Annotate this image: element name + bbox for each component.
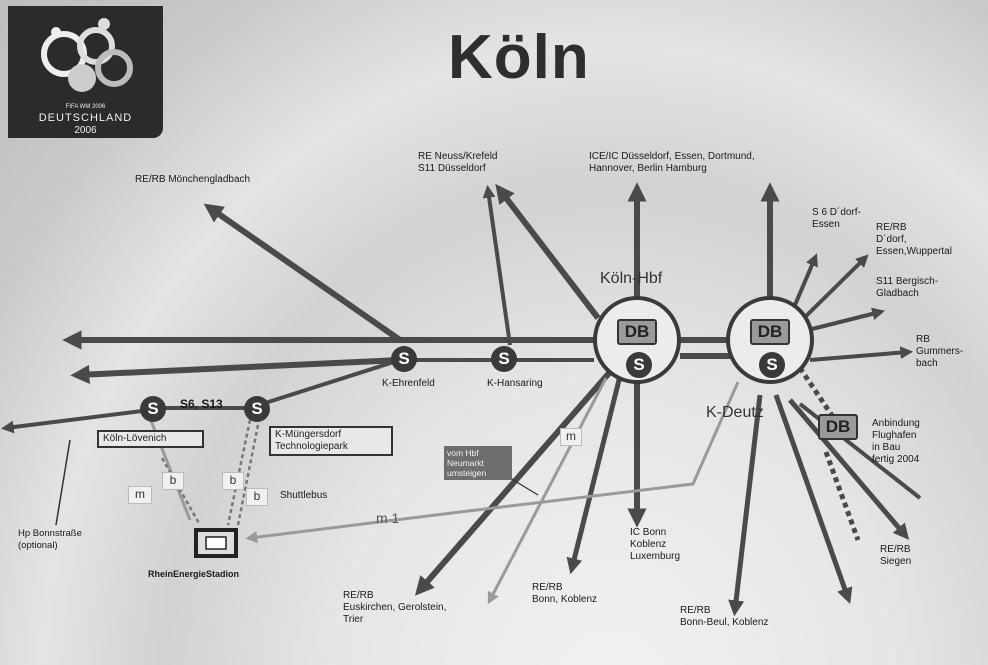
station-hansaring: K-Hansaring [487,378,543,389]
tram-m-hbf [487,377,608,605]
tram-label-b-1: b [162,472,184,490]
dest-euskirchen: RE/RB Euskirchen, Gerolstein, Trier [343,590,447,625]
track-flughafen-b [823,451,861,541]
station-stadium: RheinEnergieStadion [148,569,240,579]
stadium-icon [194,528,238,558]
world-cup-logo: FIFA WM 2006 DEUTSCHLAND 2006 [8,6,163,138]
track-rerb-ddorf [800,254,869,322]
tram-b-2 [236,424,260,526]
umsteigen-pointer [509,477,539,496]
track-s6 [790,253,818,313]
logo-year: 2006 [74,125,97,136]
track-duesseldorf-hbf [495,183,601,320]
dest-flughafen: Anbindung Flughafen in Bau fertig 2004 [872,418,920,465]
track-bonn-beul-a [773,394,853,605]
logo-tagline: FIFA WM 2006 [65,104,106,110]
tram-label-m-hbf: m [560,428,582,446]
dest-gummersbach: RB Gummers- bach [916,334,964,369]
s-icon-hansaring: S [491,346,517,372]
track-gummersbach [809,346,914,362]
tram-label-b-2: b [222,472,244,490]
track-neuss [482,184,512,346]
lines-label: S6, S13 [180,397,223,411]
dest-neuss: RE Neuss/Krefeld S11 Düsseldorf [418,151,498,174]
station-ehrenfeld: K-Ehrenfeld [382,378,435,389]
track-siegen [788,398,910,540]
s-icon-deutz: S [757,350,787,380]
hub-hbf-label: Köln-Hbf [600,270,663,287]
db-badge-hbf: DB [617,319,657,345]
dest-siegen: RE/RB Siegen [880,544,912,567]
logo-graphic [41,18,133,92]
hub-deutz-label: K-Deutz [706,404,764,421]
tram-label-m-loevenich: m [128,486,152,504]
tram-b-muengersdorf [226,419,252,526]
track-west-lower [70,357,401,385]
bonnstrasse-pointer [55,439,71,526]
track-flughafen-a [797,366,838,422]
dest-moenchengladbach: RE/RB Mönchengladbach [135,174,251,185]
track-bonn-koblenz [566,375,623,575]
s-icon-ehrenfeld: S [391,346,417,372]
dest-s11: S11 Bergisch- Gladbach [876,276,939,299]
note-umsteigen: vom Hbf Neumarkt umsteigen [444,446,512,480]
station-muengersdorf: K-Müngersdorf Technologiepark [269,426,393,456]
page-title: Köln [448,23,590,92]
dest-s6: S 6 D´dorf- Essen [812,207,861,230]
dest-rerb-bonn: RE/RB Bonn, Koblenz [532,582,598,605]
db-badge-flughafen: DB [818,414,858,440]
logo-country: DEUTSCHLAND [38,112,133,124]
track-s11 [807,307,885,332]
tram-b-1 [160,457,202,526]
tram-m1 [245,381,740,544]
s-icon-muengersdorf: S [244,396,270,422]
dest-bonn-beul: RE/RB Bonn-Beul, Koblenz [680,605,769,628]
tram-label-b-3: b [246,488,268,506]
db-badge-deutz: DB [750,319,790,345]
dest-ic-bonn: IC Bonn Koblenz Luxemburg [630,527,681,562]
track-loevenich-west [0,408,151,434]
track-moenchengladbach [203,203,402,343]
station-loevenich: Köln-Lövenich [97,430,204,448]
track-muengersdorf-ehrenfeld [261,358,401,406]
tram-label-m1: m 1 [376,510,400,526]
s-icon-hbf: S [624,350,654,380]
note-shuttlebus: Shuttlebus [280,490,328,501]
track-bonn-beul-b [728,394,763,617]
dest-rerb-ddorf: RE/RB D´dorf, Essen,Wuppertal [876,222,952,257]
dest-bonnstrasse: Hp Bonnstraße (optional) [18,528,82,551]
s-icon-loevenich: S [140,396,166,422]
dest-ice: ICE/IC Düsseldorf, Essen, Dortmund, Hann… [589,151,755,174]
